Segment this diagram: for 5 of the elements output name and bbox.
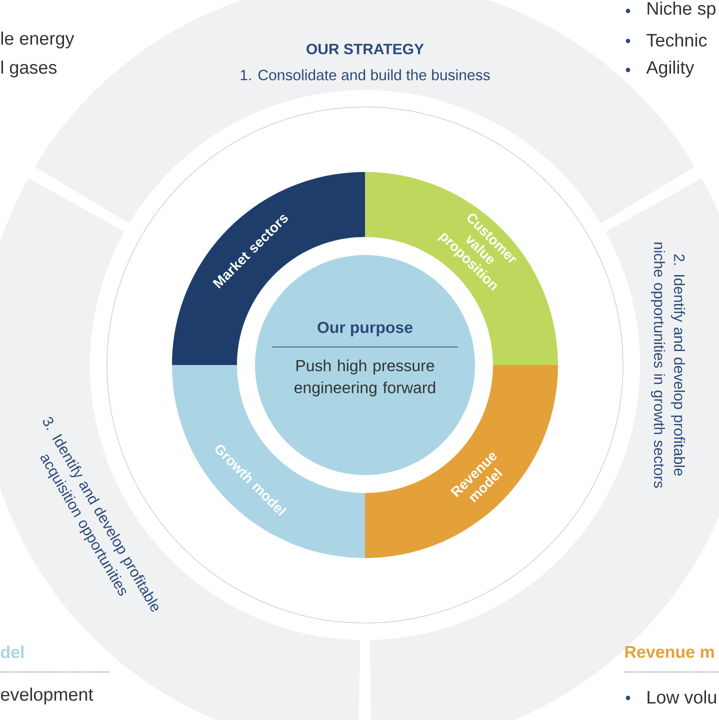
section-heading: del — [0, 646, 24, 658]
section-heading: Revenue m — [625, 646, 714, 658]
side-text: evelopment — [0, 688, 94, 704]
bullet-item: Agility — [626, 60, 694, 78]
bullet-item: Low volu — [626, 690, 716, 704]
